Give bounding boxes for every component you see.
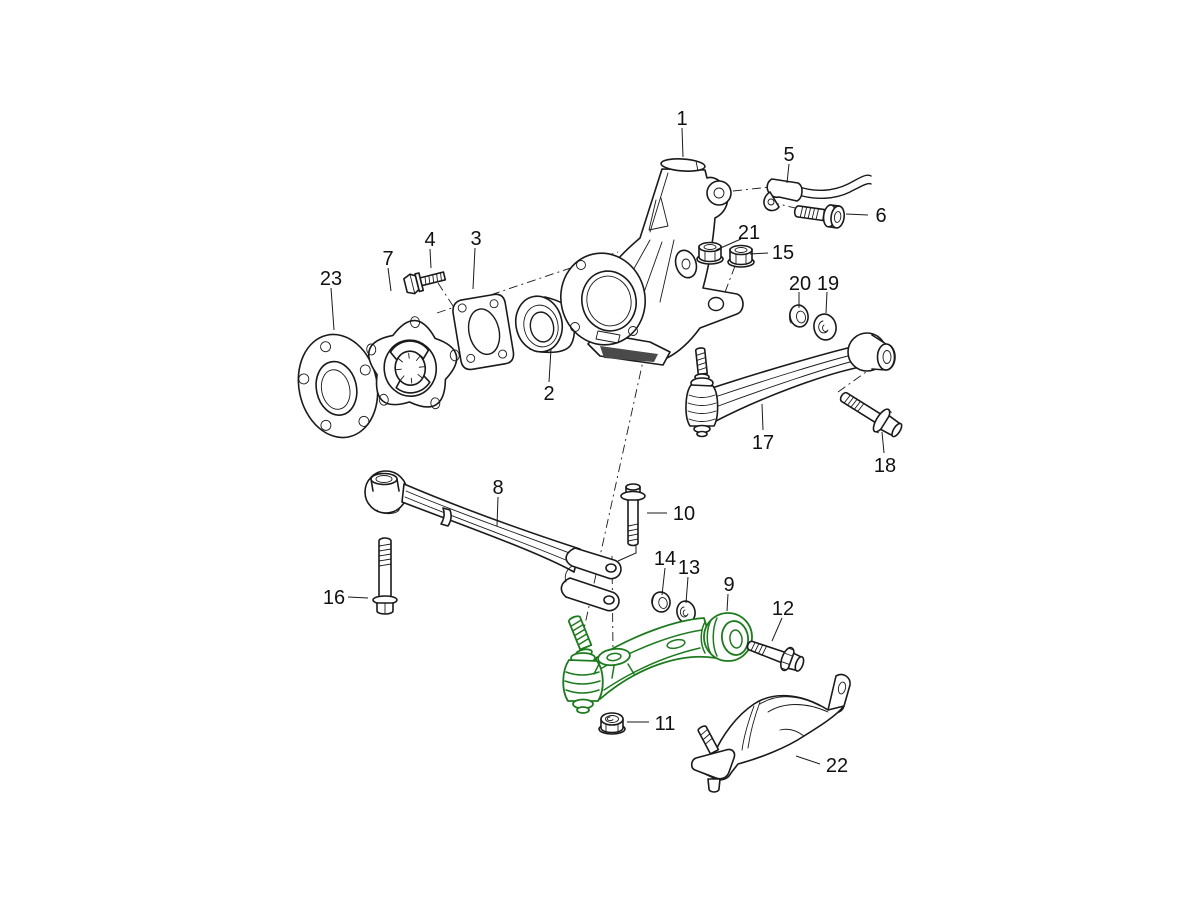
leader-line-19 [825, 291, 828, 314]
leader-line-16 [347, 596, 369, 599]
part-label-13: 13 [678, 557, 700, 579]
part-11-flange-nut [598, 712, 626, 735]
part-5-speed-sensor [763, 174, 872, 212]
part-1-wheel-carrier [559, 158, 744, 366]
part-label-14: 14 [654, 548, 676, 570]
part-label-11: 11 [655, 713, 676, 735]
leader-line-18 [881, 431, 885, 454]
part-label-2: 2 [543, 383, 554, 405]
part-label-15: 15 [772, 242, 794, 264]
part-label-21: 21 [738, 222, 760, 244]
part-label-3: 3 [470, 228, 481, 250]
leader-line-22 [795, 755, 821, 765]
leader-line-12 [771, 617, 783, 642]
part-label-19: 19 [817, 273, 839, 295]
part-10-flange-bolt [617, 483, 646, 562]
part-17-track-control-arm [685, 332, 896, 438]
leader-line-17 [761, 403, 764, 431]
part-23-pressure-plate [297, 333, 379, 439]
part-label-18: 18 [874, 455, 896, 477]
part-3-retaining-plate [452, 293, 515, 371]
part-labels: 1 2 3 4 5 6 7 8 9 10 11 12 13 14 15 16 1… [320, 108, 896, 777]
part-label-8: 8 [492, 477, 503, 499]
part-15-hex-nut [727, 244, 755, 268]
leader-line-9 [726, 593, 729, 612]
part-18-flange-bolt [839, 391, 903, 438]
part-label-22: 22 [826, 755, 848, 777]
part-22-stone-guard [690, 673, 851, 793]
part-label-12: 12 [772, 598, 794, 620]
leader-line-7 [387, 267, 392, 292]
part-7-wheel-hub [366, 316, 460, 410]
part-label-23: 23 [320, 268, 342, 290]
part-16-long-bolt [372, 537, 398, 615]
part-label-1: 1 [676, 108, 687, 130]
part-label-5: 5 [783, 144, 794, 166]
part-label-17: 17 [752, 432, 774, 454]
leader-line-4 [429, 248, 432, 269]
part-21-hex-nut [696, 241, 724, 265]
leader-line-23 [330, 287, 335, 331]
part-label-16: 16 [323, 587, 345, 609]
part-label-9: 9 [723, 574, 734, 596]
leader-line-21 [715, 238, 742, 251]
part-8-fork-control-arm [364, 470, 622, 612]
leader-line-6 [845, 213, 869, 216]
part-label-6: 6 [875, 205, 886, 227]
part-12-flange-bolt [746, 640, 805, 672]
part-label-20: 20 [789, 273, 811, 295]
part-6-socket-head-bolt [793, 204, 846, 229]
leader-line-13 [685, 576, 689, 604]
leader-line-14 [661, 567, 666, 596]
leader-lines [330, 127, 885, 765]
part-4-hex-bolt [403, 271, 447, 295]
part-9-lower-control-arm [562, 612, 753, 714]
leader-line-3 [472, 247, 476, 290]
leader-line-2 [548, 348, 552, 383]
part-14-grommet-small [651, 591, 671, 613]
part-label-4: 4 [424, 229, 435, 251]
leader-line-8 [496, 496, 499, 527]
leader-line-15 [749, 252, 769, 255]
part-label-10: 10 [673, 503, 695, 525]
part-2-wheel-bearing [514, 295, 576, 354]
leader-line-5 [786, 163, 790, 184]
part-label-7: 7 [382, 248, 393, 270]
leader-line-1 [681, 127, 684, 158]
part-19-sealing-disc [813, 313, 837, 341]
part-20-grommet [789, 304, 809, 328]
